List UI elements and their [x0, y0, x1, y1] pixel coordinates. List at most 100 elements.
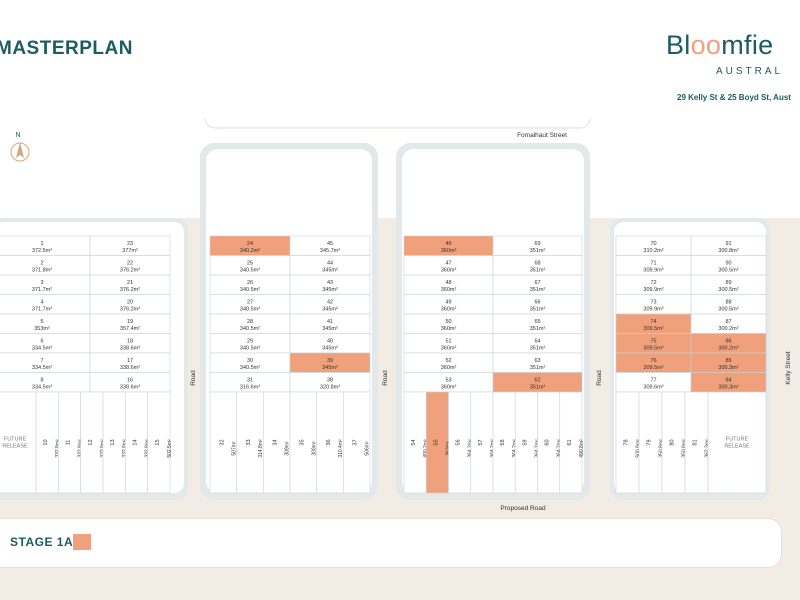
lot-6-number: 6	[40, 338, 43, 344]
lot-78-area: 500.9m²	[636, 439, 642, 458]
legend-bar	[0, 518, 782, 568]
lot-39-number: 39	[327, 358, 333, 364]
lot-47-area: 360m²	[441, 267, 457, 273]
lot-67-number: 67	[534, 280, 540, 286]
lot-31-number: 31	[247, 377, 253, 383]
lot-53-area: 360m²	[441, 384, 457, 390]
lot-19-number: 19	[127, 319, 133, 325]
lot-35[interactable]	[289, 391, 317, 494]
lot-24-number: 24	[247, 241, 253, 247]
lot-61-area: 490.8m²	[579, 439, 585, 458]
lot-65-number: 65	[534, 319, 540, 325]
lot-15-area: 502.5m²	[167, 439, 173, 458]
street-label-proposed: Proposed Road	[500, 505, 546, 512]
lot-20-area: 376.2m²	[120, 306, 140, 312]
lot-89-number: 89	[725, 280, 731, 286]
lot-31-area: 316.6m²	[240, 384, 260, 390]
lot-16-area: 338.6m²	[120, 384, 140, 390]
lot-66-number: 66	[534, 299, 540, 305]
lot-77-area: 309.6m²	[643, 384, 663, 390]
lot-44-area: 345m²	[322, 267, 338, 273]
lot-14-number: 14	[133, 439, 139, 445]
block4-future-release	[707, 391, 767, 494]
lot-33-area: 314.8m²	[258, 439, 264, 458]
north-compass-icon: N	[10, 132, 30, 162]
lot-61[interactable]	[559, 391, 583, 494]
lot-19-area: 357.4m²	[120, 326, 140, 332]
lot-43-area: 345m²	[322, 287, 338, 293]
lot-91-area: 300.8m²	[718, 248, 738, 254]
lot-21-area: 376.2m²	[120, 287, 140, 293]
lot-70-area: 310.2m²	[643, 248, 663, 254]
lot-3-area: 371.7m²	[32, 287, 52, 293]
lot-51-area: 360m²	[441, 345, 457, 351]
lot-12-number: 12	[88, 439, 94, 445]
lot-15[interactable]	[147, 391, 171, 494]
lot-7-number: 7	[40, 358, 43, 364]
lot-26-number: 26	[247, 280, 253, 286]
lot-32[interactable]	[209, 391, 237, 494]
lot-49-number: 49	[445, 299, 451, 305]
lot-5-area: 353m²	[34, 326, 50, 332]
lot-42-area: 345m²	[322, 306, 338, 312]
lot-30-area: 340.5m²	[240, 365, 260, 371]
lot-3-number: 3	[40, 280, 43, 286]
lot-49-area: 360m²	[441, 306, 457, 312]
lot-86-number: 86	[725, 338, 731, 344]
lot-62-area: 351m²	[530, 384, 546, 390]
street-label-road-3: Road	[596, 370, 603, 386]
lot-91-number: 91	[725, 241, 731, 247]
lot-37-number: 37	[353, 439, 359, 445]
street-label-kelly: Kelly Street	[785, 351, 792, 384]
lot-85-number: 85	[725, 358, 731, 364]
svg-text:N: N	[15, 132, 20, 139]
lot-10-number: 10	[43, 439, 49, 445]
lot-64-area: 351m²	[530, 345, 546, 351]
lot-34[interactable]	[263, 391, 291, 494]
lot-13-number: 13	[110, 439, 116, 445]
lot-37[interactable]	[343, 391, 371, 494]
lot-61-number: 61	[567, 439, 573, 445]
block1-future-release	[0, 391, 37, 494]
lot-23-area: 377m²	[122, 248, 138, 254]
legend-stage-swatch	[73, 534, 91, 550]
lot-36-number: 36	[326, 439, 332, 445]
lot-38-area: 320.8m²	[320, 384, 340, 390]
lot-27-number: 27	[247, 299, 253, 305]
lot-81-number: 81	[693, 439, 699, 445]
lot-17-area: 338.6m²	[120, 365, 140, 371]
lot-4-area: 371.7m²	[32, 306, 52, 312]
lot-7-area: 334.5m²	[32, 365, 52, 371]
lot-33-number: 33	[246, 439, 252, 445]
lot-68-number: 68	[534, 260, 540, 266]
lot-25-number: 25	[247, 260, 253, 266]
lot-63-area: 351m²	[530, 365, 546, 371]
lot-69-number: 69	[534, 241, 540, 247]
lot-90-number: 90	[725, 260, 731, 266]
lot-54-number: 54	[411, 439, 417, 445]
block4-future-release-line-1: FUTURE	[726, 437, 749, 443]
lot-73-area: 309.9m²	[643, 306, 663, 312]
lot-52-area: 360m²	[441, 365, 457, 371]
lot-90-area: 300.5m²	[718, 267, 738, 273]
street-label-road-1: Road	[190, 370, 197, 386]
lot-45-area: 345.7m²	[320, 248, 340, 254]
lot-87-number: 87	[725, 319, 731, 325]
lot-23-number: 23	[127, 241, 133, 247]
lot-72-number: 72	[650, 280, 656, 286]
lot-88-area: 300.5m²	[718, 306, 738, 312]
lot-80-number: 80	[670, 439, 676, 445]
lot-87-area: 300.2m²	[718, 326, 738, 332]
brand-subtitle: AUSTRAL	[716, 66, 784, 77]
lot-32-area: 507m²	[231, 441, 237, 456]
lot-37-area: 506m²	[365, 441, 371, 456]
lot-56-number: 56	[456, 439, 462, 445]
lot-50-area: 360m²	[441, 326, 457, 332]
lot-75-number: 75	[650, 338, 656, 344]
lot-79-area: 350.8m²	[659, 439, 665, 458]
lot-36[interactable]	[316, 391, 344, 494]
lot-62-number: 62	[534, 377, 540, 383]
lot-81-area: 362.3m²	[705, 439, 711, 458]
lot-66-area: 351m²	[530, 306, 546, 312]
lot-34-number: 34	[273, 439, 279, 445]
